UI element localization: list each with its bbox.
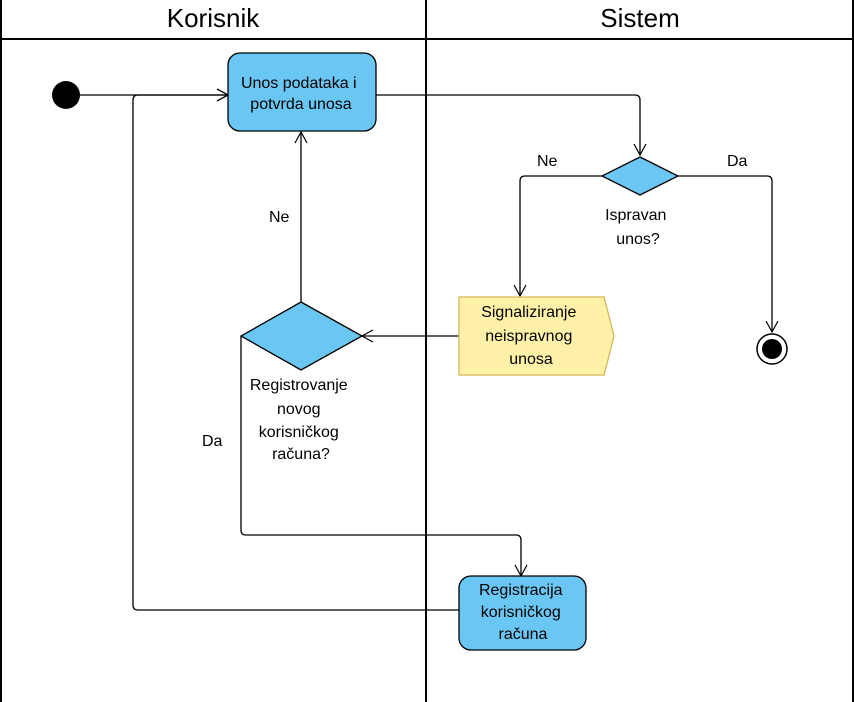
label-register-yes: Da (202, 433, 223, 450)
edge-register-to-input (132, 88, 459, 611)
action-registracija (458, 575, 587, 651)
signal-line-3: unosa (509, 351, 553, 368)
decision-registrovanje-line-1: Registrovanje (250, 377, 348, 394)
edge-valid-branch (678, 175, 779, 334)
signal-neispravan-unos (458, 296, 615, 376)
signal-line-1: Signaliziranje (481, 304, 576, 321)
svg-text:Registrovanje novog ko: Registrovanje novog korisničkog računa? (250, 377, 352, 463)
decision-ispravan-line-2: unos? (616, 231, 660, 248)
lane-title-korisnik: Korisnik (167, 3, 260, 33)
label-valid-yes: Da (727, 153, 748, 170)
signal-line-2: neispravnog (485, 328, 572, 345)
lane-title-sistem: Sistem (600, 3, 679, 33)
svg-text:Signaliziranje neispravnog: Signaliziranje neispravnog unosa (481, 304, 581, 368)
action-registracija-line-1: Registracija (479, 582, 563, 599)
decision-registrovanje (239, 301, 364, 371)
action-unos-podataka (227, 52, 377, 132)
edge-register-yes (240, 336, 528, 578)
label-valid-no: Ne (537, 153, 558, 170)
decision-ispravan-unos (600, 156, 680, 196)
action-unos-line-1: Unos podataka i (241, 75, 357, 92)
svg-text:Registracija korisničkog: Registracija korisničkog računa (479, 582, 567, 643)
decision-ispravan-line-1: Ispravan (605, 207, 666, 224)
edge-input-to-decision (376, 94, 647, 157)
action-unos-line-2: potvrda unosa (250, 96, 352, 113)
action-registracija-line-2: korisničkog (481, 604, 561, 621)
decision-registrovanje-line-3: korisničkog (259, 424, 339, 441)
end-node-inner (762, 339, 782, 359)
edge-invalid-branch (513, 175, 602, 298)
svg-text:Unos podataka i potvrda un: Unos podataka i potvrda unosa (241, 75, 361, 113)
label-register-no: Ne (269, 209, 290, 226)
decision-registrovanje-line-2: novog (277, 401, 321, 418)
action-registracija-line-3: računa (499, 626, 548, 643)
svg-text:Ispravan unos?: Ispravan unos? (605, 207, 671, 248)
decision-registrovanje-line-4: računa? (272, 446, 330, 463)
start-node (52, 81, 80, 109)
